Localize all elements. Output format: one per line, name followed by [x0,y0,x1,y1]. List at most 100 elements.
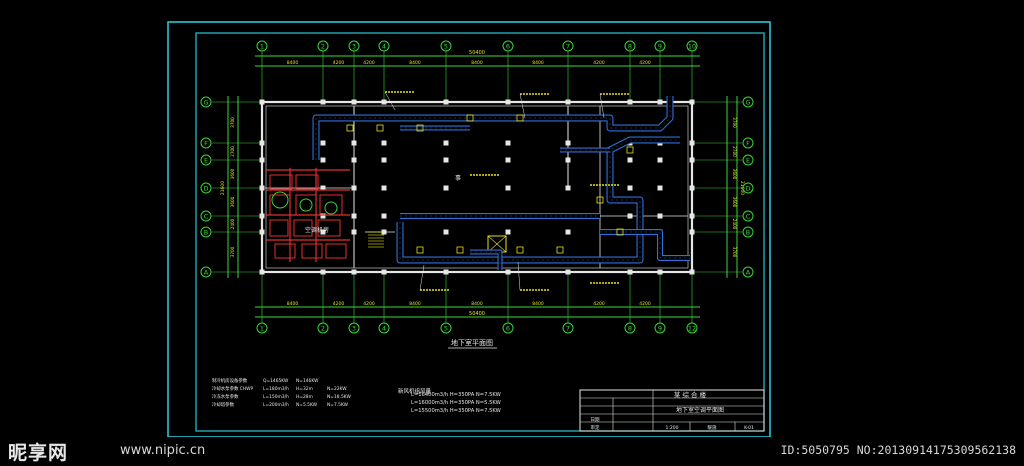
dim-left-bay: 2400 [230,218,235,229]
grid-top-bubble-circle [654,40,666,52]
column [320,99,326,105]
air-diffuser [466,114,474,122]
grid-bottom-bubble-label: 1 [260,325,264,333]
column [689,157,695,163]
grid-left-bubble-label: F [204,140,208,148]
grid-top-bubble-circle [348,40,360,52]
equipment-table-cell: Q=1465KW [263,378,289,384]
grid-top-bubble-label: 7 [566,43,570,51]
cad-drawing: 5040050400840084004200420042004200840084… [167,21,771,437]
dim-top-bay: 4200 [333,60,345,66]
dim-bottom-bay: 8400 [409,301,421,307]
dim-top-bay: 8400 [409,60,421,66]
grid-left-bubble-circle [200,182,212,194]
column [443,229,449,235]
grid-bottom-bubble-label: 2 [321,325,325,333]
grid-top-bubble-circle [686,40,698,52]
pump [271,191,289,209]
grid-left-bubble-circle [200,226,212,238]
shaft-duct-center [470,251,501,270]
air-diffuser [616,228,624,236]
grid-right-bubble-label: G [745,99,750,107]
title-block-page: K-01 [744,425,754,431]
equipment-table-cell: L=180m3/h [263,386,289,392]
grid-top-bubble-label: 10 [688,43,696,51]
title-block-scale: 1:200 [666,425,679,431]
grid-bottom-bubble-circle [502,322,514,334]
column [505,157,511,163]
grid-left-bubble-label: C [204,213,209,221]
grid-bottom-bubble-circle [562,322,574,334]
column [320,157,326,163]
supply-duct-north-center [315,117,560,160]
dim-bottom-bay: 4200 [333,301,345,307]
title-block-drawing-no: 暖施 [708,424,717,431]
grid-left-bubble-label: G [203,99,208,107]
leader-line [384,91,396,111]
equipment-table-cell: 制冷机房设备参数 [212,377,248,384]
dim-top-bay: 8400 [532,60,544,66]
drawing-title: 地下室平面图 [451,338,493,347]
column [627,157,633,163]
dim-bottom-bay: 4200 [593,301,605,307]
column [443,99,449,105]
grid-bottom-bubble-circle [256,322,268,334]
grid-left-bubble-circle [200,137,212,149]
dim-left-bay: 3700 [230,117,235,128]
mechanical-equipment [293,219,313,237]
mechanical-equipment [269,219,289,237]
equipment-table-cell: N=7.5KW [327,402,349,408]
equipment-table-cell: N=146KW [296,378,319,384]
mechanical-equipment [269,194,291,216]
air-diffuser [626,146,634,154]
dim-right-bay: 3600 [732,197,737,208]
fan-table-title: 新风机组风量 [398,387,432,395]
fan-table-row: L=16000m3/h H=350PA N=5.5KW [411,400,501,406]
project-name: 某 综 合 楼 [674,390,707,399]
dim-total-top: 50400 [469,50,485,56]
supply-duct-northeast-center [560,96,671,129]
grid-left-bubble-circle [200,154,212,166]
column [627,99,633,105]
column [320,269,326,275]
column [381,99,387,105]
grid-bottom-bubble-label: 9 [658,325,662,333]
air-diffuser [346,124,354,132]
leader-line [599,93,605,119]
column [259,229,265,235]
floor-plan [259,99,695,275]
grid-right-bubble-circle [742,210,754,222]
column [259,213,265,219]
grid-bottom-bubble-label: 5 [444,325,448,333]
exhaust-duct-core [600,230,690,260]
grid-top-bubble-label: 6 [506,43,510,51]
grid-right-bubble-circle [742,182,754,194]
grid-bottom-bubble-circle [378,322,390,334]
room-label-fan: 空调机房 [305,226,329,234]
column [689,185,695,191]
exhaust-duct [600,229,690,261]
grid-top-bubble-label: 9 [658,43,662,51]
column [351,269,357,275]
equipment-table-cell: N=18.5KW [327,394,351,400]
column [443,157,449,163]
grid-top-bubble-label: 2 [321,43,325,51]
equipment-table-cell: 冷冻水泵参数 [212,393,239,400]
grid-top-bubble-circle [317,40,329,52]
supply-duct-north-core [313,115,560,160]
grid-bottom-bubble-label: 4 [382,325,386,333]
dim-top-bay: 4200 [593,60,605,66]
air-diffuser [596,196,604,204]
air-diffuser [416,124,424,132]
dim-right-bay: 3700 [732,247,737,258]
grid-left-bubble-circle [200,266,212,278]
watermark-id: ID:5050795 NO:20130914175309562138 [780,443,1016,457]
grid-bottom-bubble-circle [654,322,666,334]
column [657,185,663,191]
sheet-name: 地下室空调平面图 [676,406,724,414]
column [505,185,511,191]
air-diffuser [516,246,524,254]
equipment-table-cell: H=32m [296,386,313,392]
column [259,99,265,105]
mechanical-equipment [295,174,319,190]
